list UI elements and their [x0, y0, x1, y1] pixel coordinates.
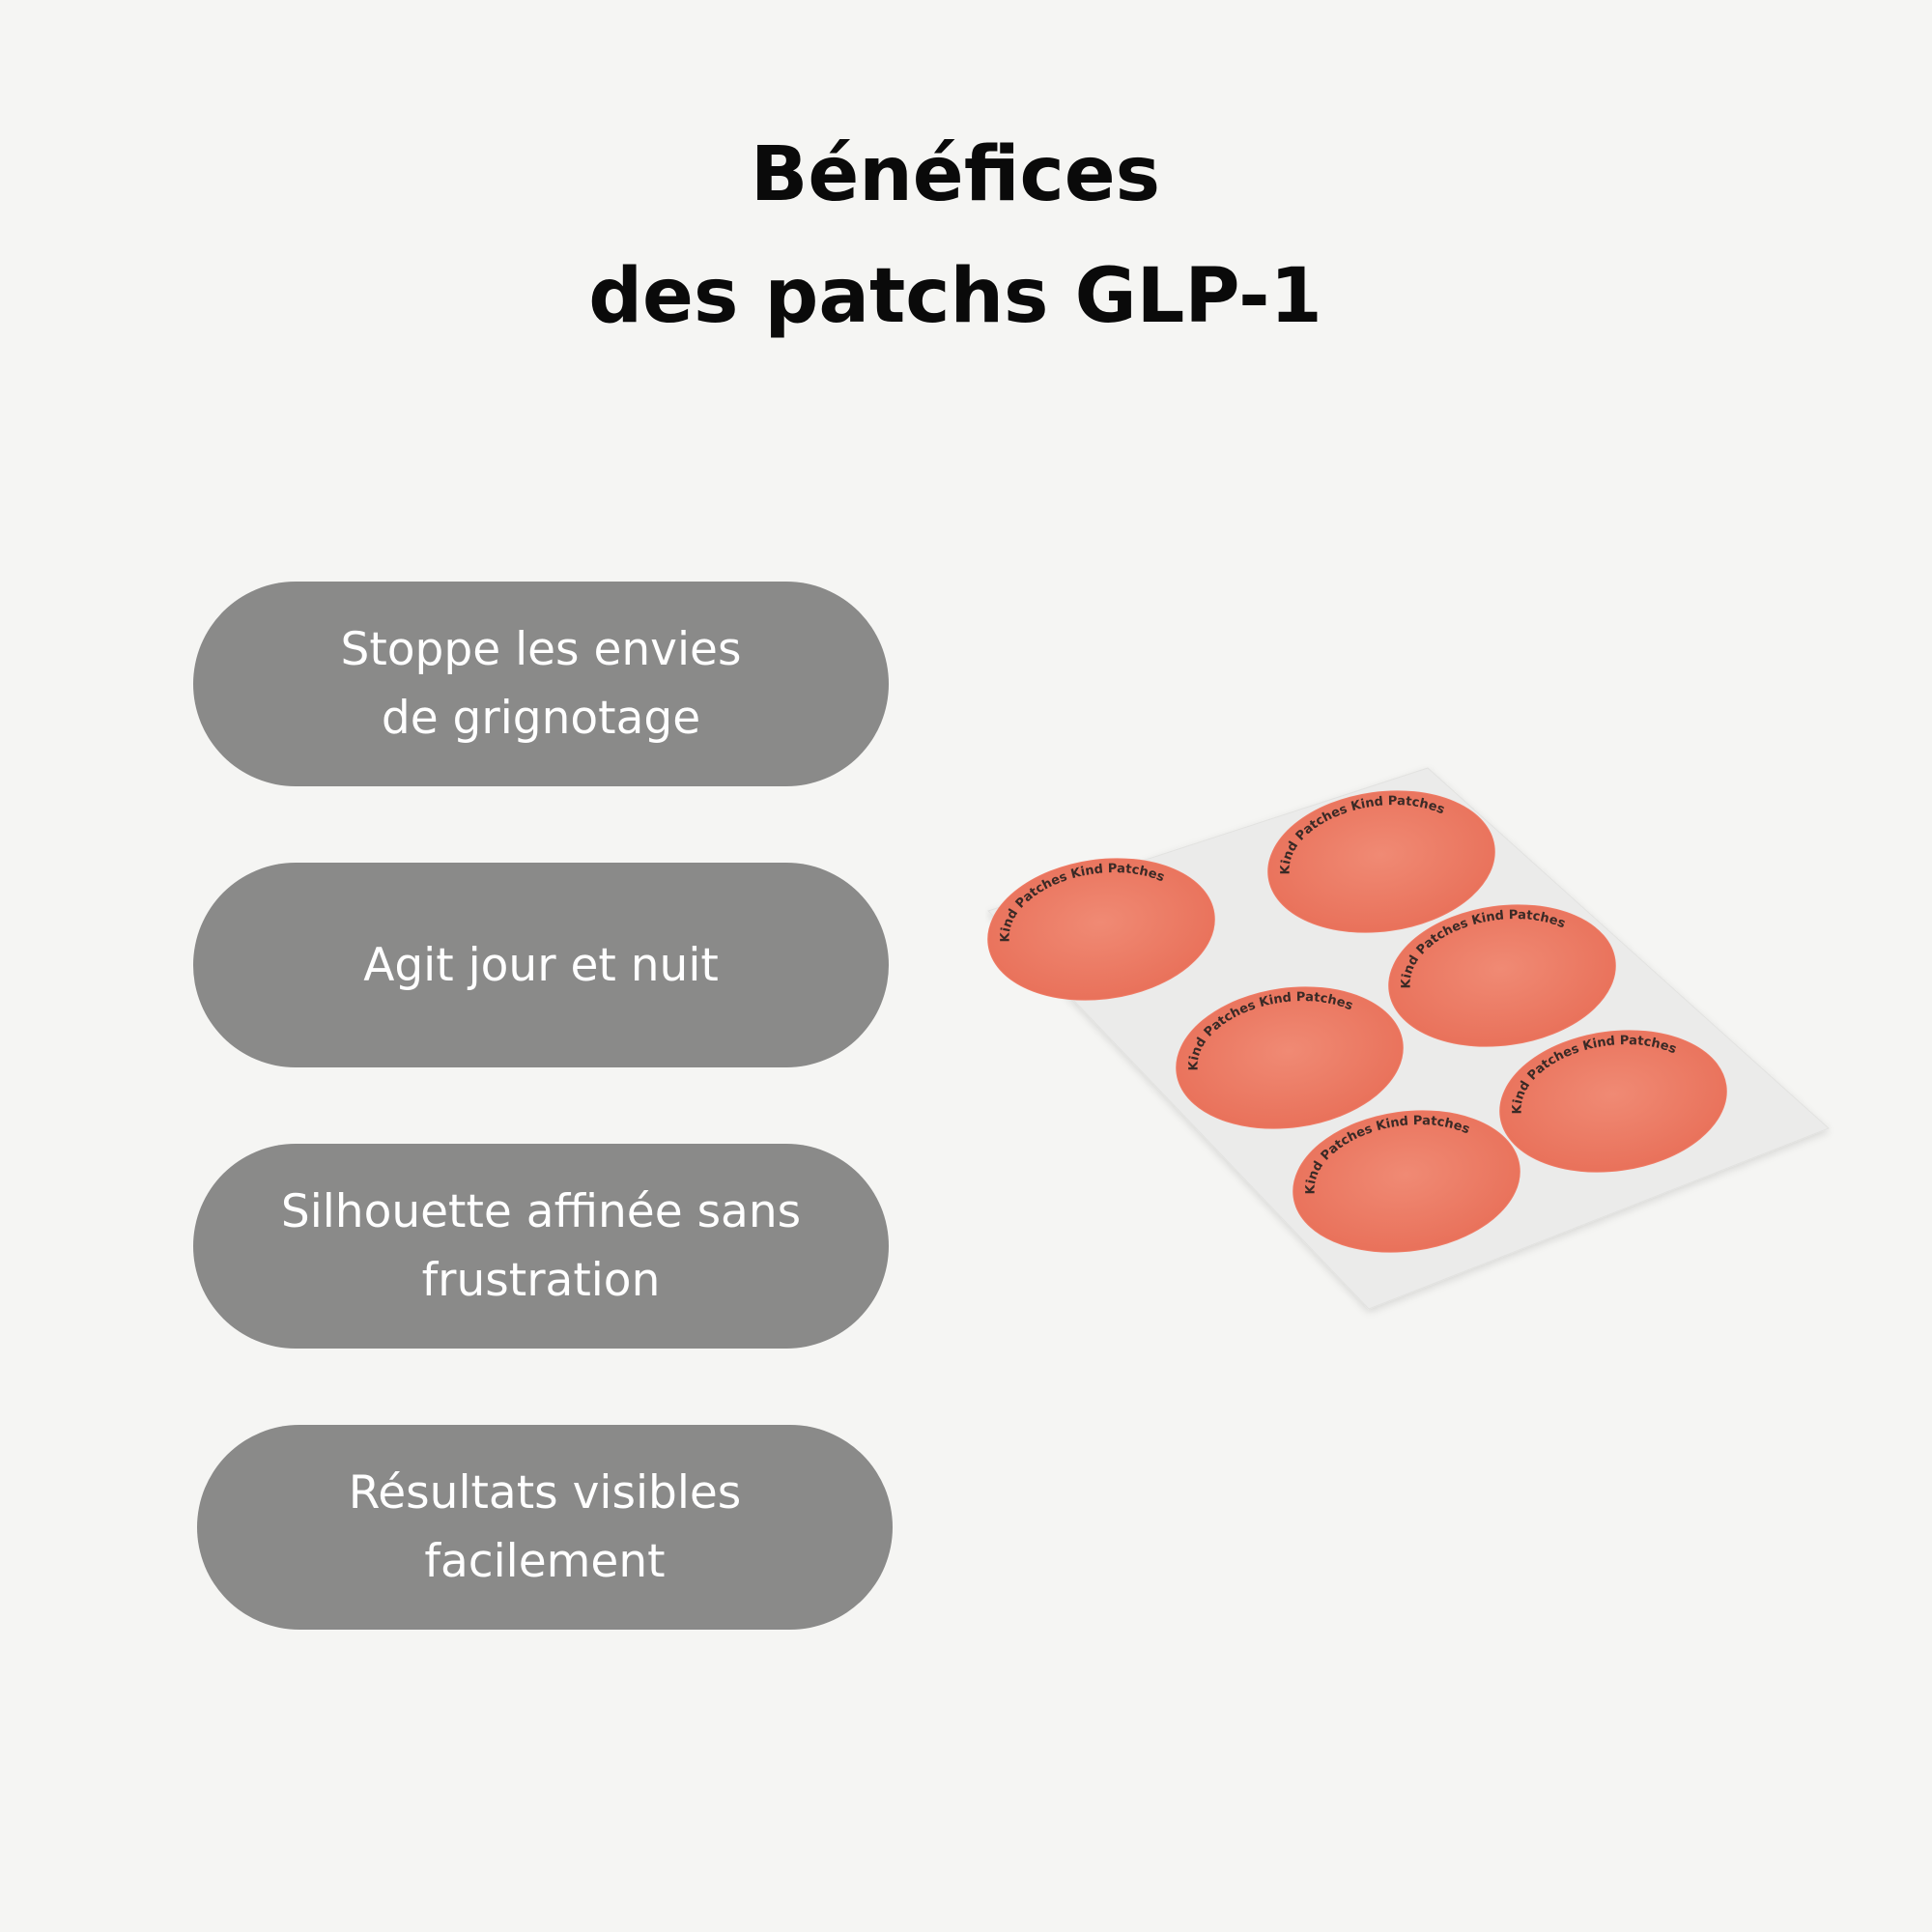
- benefit-pill-text: Stoppe les envies: [340, 623, 742, 676]
- benefit-pill-results: Résultats visibles facilement: [197, 1425, 893, 1630]
- page-title-line-1: Bénéfices: [750, 131, 1161, 218]
- benefit-pill-silhouette: Silhouette affinée sans frustration: [193, 1144, 889, 1349]
- benefit-pill-text: de grignotage: [381, 692, 701, 745]
- page-title-line-2: des patchs GLP-1: [588, 253, 1322, 340]
- patch-disc: [1499, 1030, 1727, 1173]
- patch: Kind Patches Kind Patches: [1499, 1025, 1727, 1173]
- patch-disc: [987, 858, 1215, 1001]
- patch-disc: [1267, 790, 1495, 933]
- patch-sheet-image: Kind Patches Kind Patches Kind Patches K…: [985, 753, 1835, 1333]
- patch-disc: [1293, 1110, 1520, 1253]
- benefit-pill-text: Résultats visibles: [348, 1466, 742, 1520]
- benefit-pill-text: frustration: [421, 1254, 661, 1307]
- page-title: Bénéfices des patchs GLP-1: [0, 114, 1911, 357]
- patch: Kind Patches Kind Patches: [1388, 899, 1616, 1047]
- benefit-pill-snacking: Stoppe les envies de grignotage: [193, 582, 889, 786]
- patch: Kind Patches Kind Patches: [1293, 1105, 1520, 1253]
- benefit-pill-text: Agit jour et nuit: [363, 938, 719, 992]
- patch-sheet-illustration: Kind Patches Kind Patches Kind Patches K…: [987, 767, 1830, 1310]
- patch-disc: [1176, 986, 1404, 1129]
- benefit-pill-text: facilement: [424, 1535, 666, 1588]
- benefit-pill-text: Silhouette affinée sans: [280, 1185, 802, 1238]
- patch-disc: [1388, 904, 1616, 1047]
- benefit-pill-day-night: Agit jour et nuit: [193, 863, 889, 1067]
